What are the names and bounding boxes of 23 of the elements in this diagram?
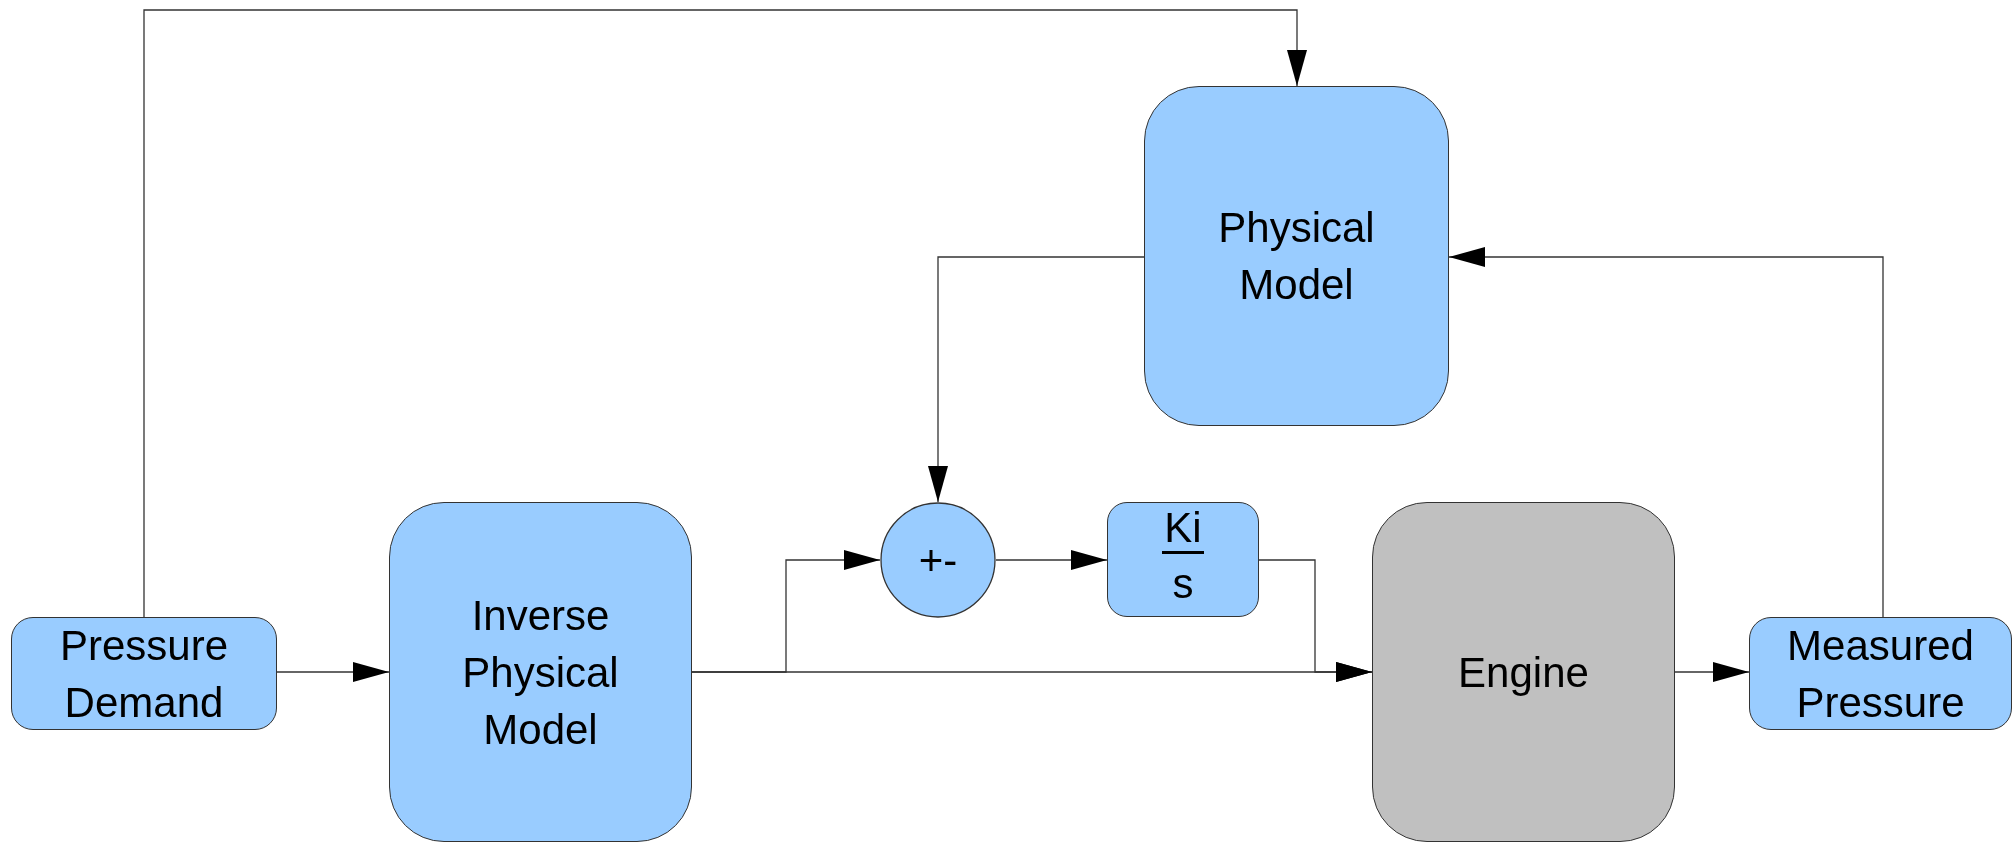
summing-junction: [880, 502, 996, 618]
arrow: [995, 550, 1108, 570]
arrow: [928, 256, 1145, 503]
arrow: [1258, 559, 1373, 682]
node-label: +-: [918, 535, 958, 586]
node-label: Physical Model: [1217, 203, 1376, 310]
node-label: Pressure Demand: [58, 620, 230, 728]
process-box: [1749, 617, 2012, 730]
process-box: [1144, 86, 1449, 426]
node-label: Measured Pressure: [1786, 620, 1975, 728]
process-box: [389, 502, 692, 842]
numerator: Ki: [1162, 505, 1204, 554]
process-box: [11, 617, 277, 730]
arrow: [1674, 662, 1750, 682]
process-box: [1372, 502, 1675, 842]
arrow: [1448, 247, 1884, 618]
node-label: Inverse Physical Model: [461, 590, 620, 755]
arrow: [143, 9, 1307, 618]
denominator: s: [1172, 559, 1194, 609]
node-label: Engine: [1458, 647, 1589, 698]
transfer-function-box: [1107, 502, 1259, 617]
arrow: [691, 550, 881, 673]
arrow: [276, 662, 390, 682]
